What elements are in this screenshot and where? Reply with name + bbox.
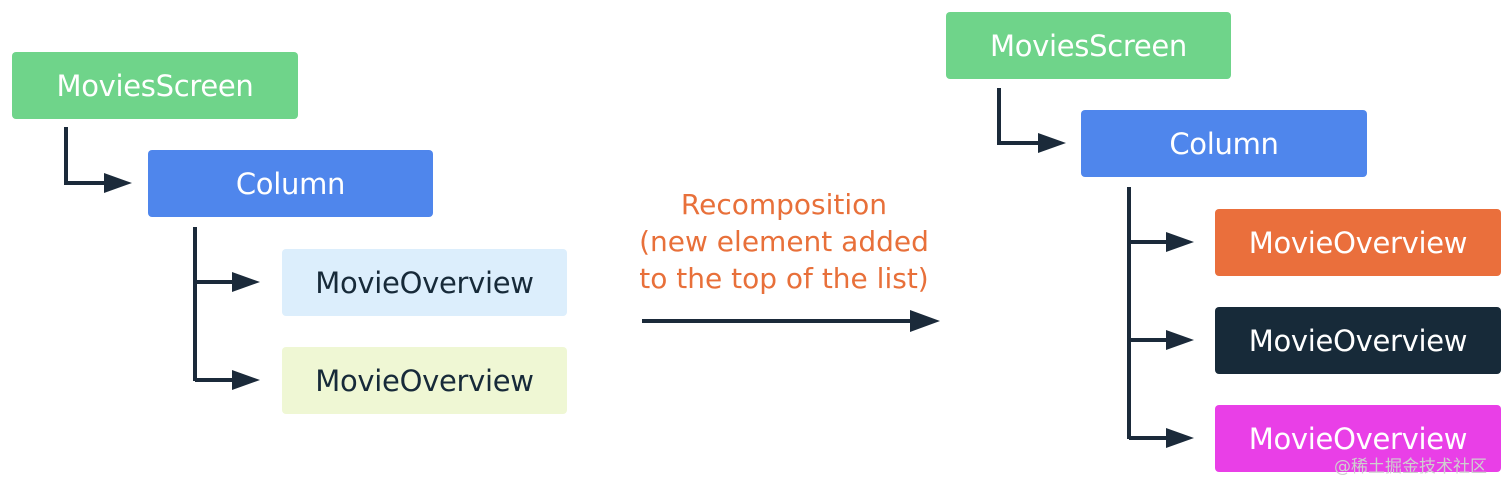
node-label: MovieOverview (315, 363, 534, 398)
arrowhead-icon (1166, 232, 1194, 252)
arrowhead-icon (1166, 330, 1194, 350)
node-label: MoviesScreen (989, 28, 1188, 63)
node-label: Column (235, 166, 346, 201)
before-movies-screen-node: MoviesScreen (12, 52, 298, 119)
watermark: @稀土掘金技术社区 (1334, 457, 1487, 477)
node-label: MovieOverview (1248, 421, 1468, 456)
after-movie-overview-node-2: MovieOverview (1215, 307, 1501, 374)
arrowhead-icon (1166, 428, 1194, 448)
before-movie-overview-node-1: MovieOverview (282, 249, 567, 316)
arrowhead-icon (104, 173, 132, 193)
node-label: MovieOverview (1248, 323, 1468, 358)
after-movie-overview-node-new: MovieOverview (1215, 209, 1501, 276)
caption-line-1: Recomposition (680, 188, 888, 221)
node-label: Column (1169, 126, 1279, 161)
after-screen-to-column-connector (997, 88, 1042, 145)
before-column-node: Column (148, 150, 433, 217)
caption-line-2: (new element added (639, 225, 929, 258)
after-movies-screen-node: MoviesScreen (946, 12, 1231, 79)
after-movie-overview-node-3: MovieOverview (1215, 405, 1501, 472)
node-label: MoviesScreen (56, 68, 254, 103)
arrowhead-icon (232, 370, 260, 390)
arrowhead-icon (1038, 133, 1066, 153)
after-column-node: Column (1081, 110, 1367, 177)
arrowhead-icon (232, 272, 260, 292)
node-label: MovieOverview (1248, 225, 1468, 260)
node-label: MovieOverview (315, 265, 534, 300)
recomposition-caption: Recomposition (new element added to the … (614, 186, 954, 297)
caption-line-3: to the top of the list) (639, 262, 929, 295)
arrowhead-icon (910, 310, 940, 332)
before-screen-to-column-connector (64, 127, 108, 185)
before-movie-overview-node-2: MovieOverview (282, 347, 567, 414)
